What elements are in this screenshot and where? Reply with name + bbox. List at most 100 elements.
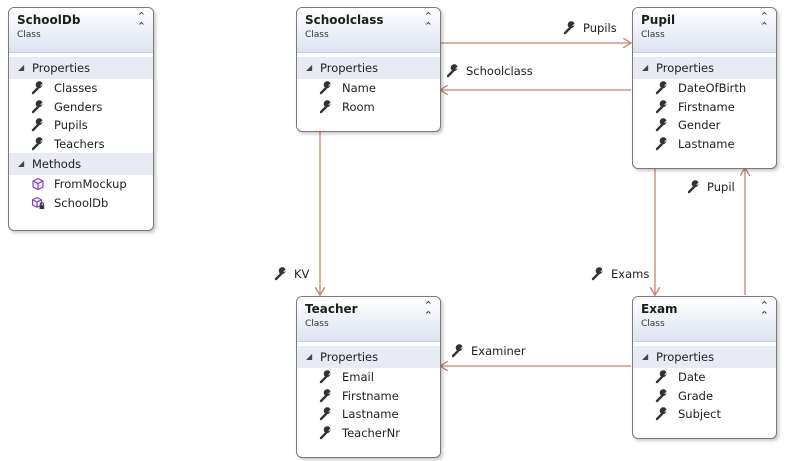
property-item[interactable]: TeacherNr xyxy=(297,424,440,443)
property-item[interactable]: Email xyxy=(297,368,440,387)
property-item[interactable]: Lastname xyxy=(297,405,440,424)
properties-section[interactable]: ◢ Properties xyxy=(297,346,440,368)
property-name: Lastname xyxy=(678,136,735,151)
method-item[interactable]: FromMockup xyxy=(9,175,153,194)
section-label: Properties xyxy=(656,61,715,75)
expand-triangle-icon[interactable]: ◢ xyxy=(642,63,649,72)
properties-section[interactable]: ◢ Properties xyxy=(297,57,440,79)
property-item[interactable]: Firstname xyxy=(297,387,440,406)
property-name: Subject xyxy=(678,407,721,421)
expand-triangle-icon[interactable]: ◢ xyxy=(18,159,25,168)
wrench-icon xyxy=(655,370,667,384)
property-name: Teachers xyxy=(54,136,105,151)
property-name: Genders xyxy=(54,99,103,114)
property-item[interactable]: Lastname xyxy=(633,135,776,154)
property-item[interactable]: Subject xyxy=(633,405,776,424)
property-name: Email xyxy=(342,370,374,384)
wrench-icon xyxy=(655,136,667,150)
collapse-icon[interactable]: ⌃⌃ xyxy=(759,299,769,322)
wrench-icon xyxy=(274,267,286,281)
wrench-icon xyxy=(319,388,331,402)
wrench-icon xyxy=(31,118,43,132)
method-name: SchoolDb xyxy=(54,195,109,210)
property-item[interactable]: Grade xyxy=(633,387,776,406)
section-label: Properties xyxy=(656,350,715,364)
class-header: SchoolDb Class ⌃⌃ xyxy=(9,8,153,53)
wrench-icon xyxy=(31,99,43,113)
property-name: Name xyxy=(342,81,376,95)
collapse-icon[interactable]: ⌃⌃ xyxy=(759,10,769,33)
wrench-icon xyxy=(563,21,575,35)
association-name: Pupil xyxy=(707,180,735,194)
property-item[interactable]: Genders xyxy=(9,98,153,117)
property-name: Lastname xyxy=(342,407,399,421)
wrench-icon xyxy=(319,370,331,384)
association-name: KV xyxy=(294,267,310,281)
section-label: Properties xyxy=(32,61,91,75)
class-header: Exam Class ⌃⌃ xyxy=(633,297,776,342)
properties-section[interactable]: ◢ Properties xyxy=(633,57,776,79)
class-name: Teacher xyxy=(305,302,358,316)
property-item[interactable]: Pupils xyxy=(9,116,153,135)
property-name: Firstname xyxy=(678,99,735,114)
property-item[interactable]: Room xyxy=(297,98,440,117)
section-label: Properties xyxy=(320,350,379,364)
property-name: DateOfBirth xyxy=(678,81,747,95)
class-kind: Class xyxy=(641,30,665,40)
expand-triangle-icon[interactable]: ◢ xyxy=(306,63,313,72)
wrench-icon xyxy=(451,344,463,358)
constructor-cube-lock-icon xyxy=(31,196,45,209)
wrench-icon xyxy=(319,81,331,95)
collapse-icon[interactable]: ⌃⌃ xyxy=(136,10,146,33)
property-item[interactable]: Gender xyxy=(633,116,776,135)
class-schoolclass[interactable]: Schoolclass Class ⌃⌃ ◢ Properties Name R… xyxy=(296,7,441,132)
method-item[interactable]: SchoolDb xyxy=(9,194,153,213)
property-name: Room xyxy=(342,99,375,114)
property-name: TeacherNr xyxy=(342,425,400,440)
property-item[interactable]: DateOfBirth xyxy=(633,79,776,98)
property-name: Gender xyxy=(678,118,721,132)
property-name: Date xyxy=(678,370,706,384)
wrench-icon xyxy=(319,407,331,421)
property-item[interactable]: Firstname xyxy=(633,98,776,117)
properties-section[interactable]: ◢ Properties xyxy=(633,346,776,368)
wrench-icon xyxy=(591,267,603,281)
wrench-icon xyxy=(655,118,667,132)
method-cube-icon xyxy=(32,177,44,191)
association-name: Schoolclass xyxy=(466,64,533,78)
class-header: Teacher Class ⌃⌃ xyxy=(297,297,440,342)
class-header: Schoolclass Class ⌃⌃ xyxy=(297,8,440,53)
wrench-icon xyxy=(655,81,667,95)
wrench-icon xyxy=(446,64,458,78)
methods-section[interactable]: ◢ Methods xyxy=(9,153,153,175)
association-name: Exams xyxy=(611,267,650,281)
collapse-icon[interactable]: ⌃⌃ xyxy=(423,299,433,322)
class-name: SchoolDb xyxy=(17,13,81,27)
expand-triangle-icon[interactable]: ◢ xyxy=(306,352,313,361)
class-name: Pupil xyxy=(641,13,676,27)
expand-triangle-icon[interactable]: ◢ xyxy=(18,63,25,72)
class-kind: Class xyxy=(641,319,665,329)
property-item[interactable]: Name xyxy=(297,79,440,98)
section-label: Properties xyxy=(320,61,379,75)
association-name: Examiner xyxy=(471,344,526,358)
property-item[interactable]: Date xyxy=(633,368,776,387)
class-pupil[interactable]: Pupil Class ⌃⌃ ◢ Properties DateOfBirth … xyxy=(632,7,777,169)
property-name: Classes xyxy=(54,81,98,95)
class-name: Exam xyxy=(641,302,678,316)
method-name: FromMockup xyxy=(54,177,127,191)
class-teacher[interactable]: Teacher Class ⌃⌃ ◢ Properties Email Firs… xyxy=(296,296,441,458)
class-exam[interactable]: Exam Class ⌃⌃ ◢ Properties Date Grade Su… xyxy=(632,296,777,439)
wrench-icon xyxy=(319,99,331,113)
class-schooldb[interactable]: SchoolDb Class ⌃⌃ ◢ Properties Classes G… xyxy=(8,7,154,231)
property-item[interactable]: Teachers xyxy=(9,135,153,154)
collapse-icon[interactable]: ⌃⌃ xyxy=(423,10,433,33)
expand-triangle-icon[interactable]: ◢ xyxy=(642,352,649,361)
class-name: Schoolclass xyxy=(305,13,384,27)
property-item[interactable]: Classes xyxy=(9,79,153,98)
class-header: Pupil Class ⌃⌃ xyxy=(633,8,776,53)
wrench-icon xyxy=(319,425,331,439)
properties-section[interactable]: ◢ Properties xyxy=(9,57,153,79)
association-name: Pupils xyxy=(583,21,617,35)
